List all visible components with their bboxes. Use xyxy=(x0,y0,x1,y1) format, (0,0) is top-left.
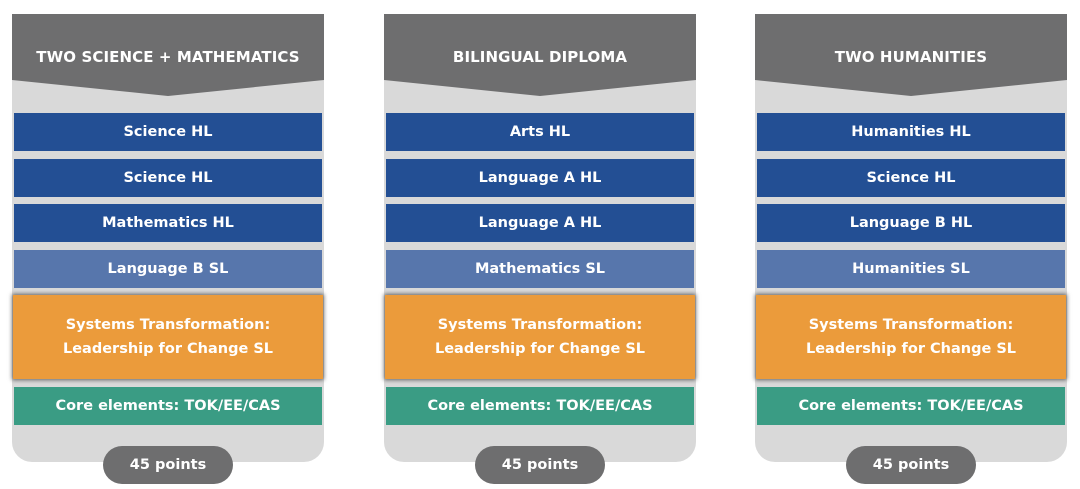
core-elements-row: Core elements: TOK/EE/CAS xyxy=(14,387,322,425)
subject-row-1: Humanities HL xyxy=(757,113,1065,151)
orange-line-2: Leadership for Change SL xyxy=(62,341,274,357)
column-header: TWO SCIENCE + MATHEMATICS xyxy=(12,14,324,96)
column-header: TWO HUMANITIES xyxy=(755,14,1067,96)
subject-row-1: Arts HL xyxy=(386,113,694,151)
orange-line-2: Leadership for Change SL xyxy=(805,341,1017,357)
subject-row-4: Humanities SL xyxy=(757,250,1065,288)
orange-line-1: Systems Transformation: xyxy=(65,317,271,333)
systems-transformation-block: Systems Transformation: Leadership for C… xyxy=(13,295,323,379)
points-badge: 45 points xyxy=(103,446,233,484)
subject-row-3: Language B HL xyxy=(757,204,1065,242)
subject-row-2: Science HL xyxy=(14,159,322,197)
pathway-column-two-science-mathematics: TWO SCIENCE + MATHEMATICS Science HL Sci… xyxy=(12,14,324,484)
subject-row-4: Language B SL xyxy=(14,250,322,288)
points-badge: 45 points xyxy=(475,446,605,484)
subject-row-2: Science HL xyxy=(757,159,1065,197)
orange-line-1: Systems Transformation: xyxy=(437,317,643,333)
core-elements-row: Core elements: TOK/EE/CAS xyxy=(386,387,694,425)
subject-row-3: Mathematics HL xyxy=(14,204,322,242)
pathway-column-bilingual-diploma: BILINGUAL DIPLOMA Arts HL Language A HL … xyxy=(384,14,696,484)
systems-transformation-block: Systems Transformation: Leadership for C… xyxy=(385,295,695,379)
orange-line-2: Leadership for Change SL xyxy=(434,341,646,357)
orange-line-1: Systems Transformation: xyxy=(808,317,1014,333)
column-header: BILINGUAL DIPLOMA xyxy=(384,14,696,96)
pathway-column-two-humanities: TWO HUMANITIES Humanities HL Science HL … xyxy=(755,14,1067,484)
subject-row-4: Mathematics SL xyxy=(386,250,694,288)
subject-row-1: Science HL xyxy=(14,113,322,151)
core-elements-row: Core elements: TOK/EE/CAS xyxy=(757,387,1065,425)
systems-transformation-block: Systems Transformation: Leadership for C… xyxy=(756,295,1066,379)
subject-row-2: Language A HL xyxy=(386,159,694,197)
points-badge: 45 points xyxy=(846,446,976,484)
subject-row-3: Language A HL xyxy=(386,204,694,242)
